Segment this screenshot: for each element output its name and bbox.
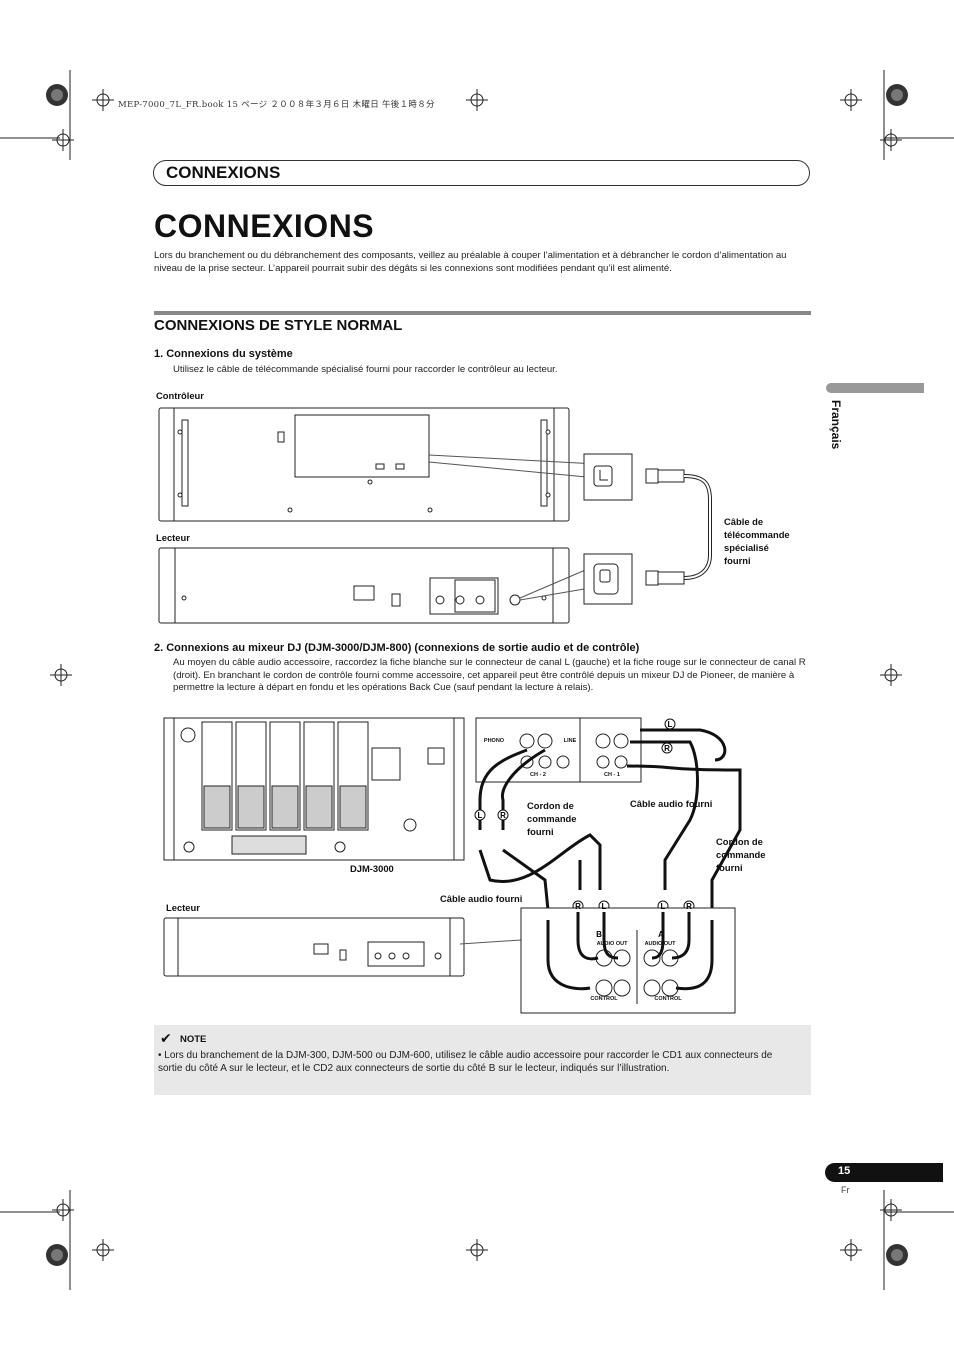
jack-label-r2: R xyxy=(575,902,581,911)
ch2-text: CH - 2 xyxy=(530,772,546,778)
jack-label-r: R xyxy=(500,811,506,820)
jack-label-l2: L xyxy=(602,902,607,911)
label-line: fourni xyxy=(716,862,743,873)
step1-text: Utilisez le câble de télécommande spécia… xyxy=(173,364,558,375)
jack-label-l3: L xyxy=(661,902,666,911)
subsection-rule xyxy=(154,311,811,315)
page-language-code: Fr xyxy=(841,1185,850,1195)
mixer-rear-inset xyxy=(475,717,642,783)
label-line: spécialisé xyxy=(724,542,769,553)
label-line: Cordon de xyxy=(716,836,763,847)
out-b-label: B xyxy=(596,930,602,939)
label-player-2: Lecteur xyxy=(166,902,200,913)
player-diagram-2 xyxy=(163,917,522,977)
label-control-cord-left: Cordon de commande fourni xyxy=(527,799,577,838)
label-line: Câble de xyxy=(724,516,764,527)
language-tab xyxy=(826,383,924,393)
label-line: fourni xyxy=(724,555,751,566)
checkmark-icon: ✔ xyxy=(160,1030,172,1046)
label-line: Cordon de xyxy=(527,800,574,811)
label-audio-cable-top: Câble audio fourni xyxy=(630,798,713,809)
phono-ch2-text: PHONO xyxy=(484,738,505,744)
registration-targets xyxy=(46,84,908,1266)
line-ch2-text: LINE xyxy=(564,738,577,744)
mixer-diagram xyxy=(163,717,465,861)
label-line: télécommande xyxy=(724,529,790,540)
label-player-1: Lecteur xyxy=(156,532,190,543)
step1-title: 1. Connexions du système xyxy=(154,348,293,360)
page-number: 15 xyxy=(838,1165,851,1177)
page-title: CONNEXIONS xyxy=(154,208,375,244)
note-title: NOTE xyxy=(180,1034,207,1045)
controller-diagram xyxy=(158,407,685,522)
label-remote-cable: Câble de télécommande spécialisé fourni xyxy=(724,515,790,567)
jack-label-l4: L xyxy=(668,720,673,729)
section-header-title: CONNEXIONS xyxy=(166,163,281,182)
label-control-cord-right: Cordon de commande fourni xyxy=(716,835,766,874)
note-box xyxy=(154,1025,811,1095)
audio-out-b-text: AUDIO OUT xyxy=(597,941,629,947)
audio-out-a-text: AUDIO OUT xyxy=(645,941,677,947)
section-header-bar: CONNEXIONS xyxy=(153,160,810,186)
print-header: MEP-7000_7L_FR.book 15 ページ ２００８年３月６日 木曜日… xyxy=(118,100,435,110)
step2-text: Au moyen du câble audio accessoire, racc… xyxy=(173,657,806,693)
label-line: fourni xyxy=(527,826,554,837)
control-b-text: CONTROL xyxy=(590,996,618,1002)
page-number-pill xyxy=(825,1163,943,1182)
label-djm-3000: DJM-3000 xyxy=(350,863,394,874)
label-audio-cable-bottom: Câble audio fourni xyxy=(440,893,523,904)
step2-title: 2. Connexions au mixeur DJ (DJM-3000/DJM… xyxy=(154,642,640,654)
jack-label-r4: R xyxy=(664,744,670,753)
jack-label-l: L xyxy=(478,811,483,820)
control-a-text: CONTROL xyxy=(654,996,682,1002)
out-a-label: A xyxy=(658,930,664,939)
label-line: commande xyxy=(527,813,577,824)
intro-paragraph: Lors du branchement ou du débranchement … xyxy=(154,250,787,274)
player-diagram-1 xyxy=(158,547,685,624)
player-rear-inset xyxy=(520,907,736,1014)
language-label: Français xyxy=(829,400,843,450)
ch1-text: CH - 1 xyxy=(604,772,620,778)
subsection-title: CONNEXIONS DE STYLE NORMAL xyxy=(154,317,403,334)
label-line: commande xyxy=(716,849,766,860)
note-text: • Lors du branchement de la DJM-300, DJM… xyxy=(158,1050,773,1074)
label-controller: Contrôleur xyxy=(156,390,204,401)
jack-label-r3: R xyxy=(686,902,692,911)
